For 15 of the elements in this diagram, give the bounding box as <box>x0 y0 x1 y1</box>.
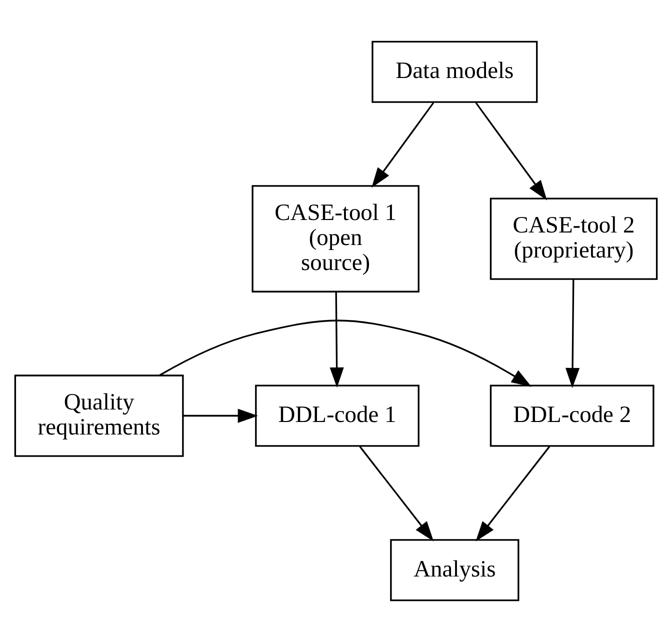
arrow <box>372 102 434 188</box>
arrow <box>476 446 550 542</box>
node-box: CASE-tool 2 (proprietary) <box>490 198 658 280</box>
node-box: Quality requirements <box>14 374 184 457</box>
arrow <box>359 446 434 542</box>
node-box: DDL-code 2 <box>490 384 654 447</box>
node-box: Analysis <box>390 539 520 602</box>
node-box: DDL-code 1 <box>255 384 420 447</box>
arrow <box>159 320 532 387</box>
node-box: CASE-tool 1 (open source) <box>252 185 420 292</box>
arrow <box>565 279 580 388</box>
arrow <box>183 408 258 423</box>
node-box: Data models <box>372 40 538 103</box>
arrow <box>330 292 344 388</box>
arrow <box>475 102 547 200</box>
